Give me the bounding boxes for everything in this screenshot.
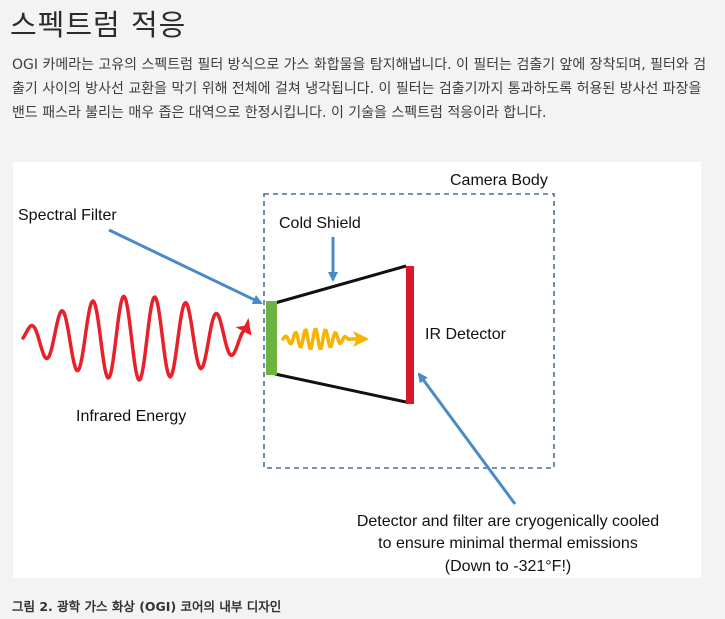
spectral-filter-label: Spectral Filter [18, 207, 117, 224]
filtered-wave [281, 327, 369, 351]
description-paragraph: OGI 카메라는 고유의 스펙트럼 필터 방식으로 가스 화합물을 탐지해냅니다… [12, 57, 707, 121]
infrared-energy-label: Infrared Energy [76, 408, 186, 425]
cooling-note-line-3: (Down to -321°F!) [445, 558, 571, 575]
camera-body-box [263, 193, 555, 469]
cold-shield-top [274, 264, 407, 305]
ogi-core-diagram: Camera Body Spectral Filter Cold Shield … [13, 162, 701, 578]
ir-detector-label: IR Detector [425, 326, 507, 343]
cold-shield-bottom [274, 372, 407, 404]
ir-detector-bar [406, 266, 414, 404]
spectral-filter-bar [266, 301, 277, 375]
cooling-note-line-1: Detector and filter are cryogenically co… [357, 513, 659, 530]
figure-caption: 그림 2. 광학 가스 화상 (OGI) 코어의 내부 디자인 [12, 599, 282, 614]
diagram-canvas: Camera Body Spectral Filter Cold Shield … [18, 172, 659, 575]
cooling-note-line-2: to ensure minimal thermal emissions [378, 535, 638, 552]
infrared-wave [21, 294, 252, 383]
detector-pointer [417, 372, 517, 505]
page-title: 스펙트럼 적응 [10, 8, 187, 42]
cold-shield-label: Cold Shield [279, 215, 361, 232]
spectral-filter-pointer [108, 228, 263, 305]
camera-body-label: Camera Body [450, 172, 548, 189]
